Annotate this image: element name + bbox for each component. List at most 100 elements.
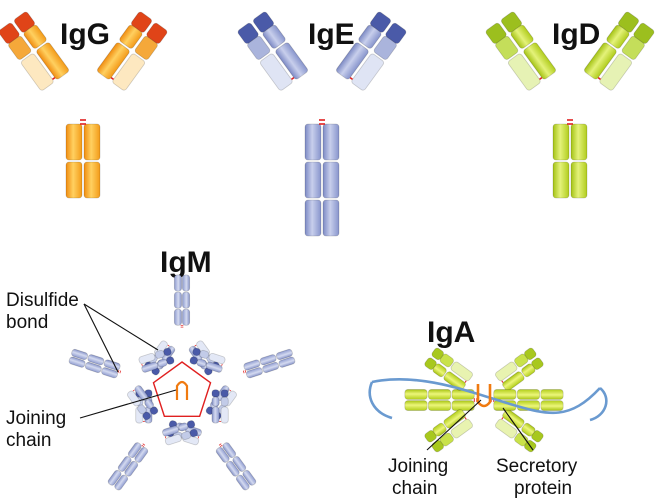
- heavy-chain-fab-domain: [205, 361, 223, 373]
- igm-monomer: [68, 347, 175, 421]
- igm-monomer: [189, 347, 296, 421]
- heavy-chain-constant-domain: [304, 161, 322, 199]
- light-chain-constant-domain: [164, 434, 182, 446]
- iga-joining-chain-label-line2: chain: [392, 478, 437, 499]
- heavy-chain-constant-domain: [65, 161, 83, 199]
- hinge-disulfide-bond: [119, 370, 122, 374]
- heavy-chain-variable-domain: [606, 24, 630, 49]
- heavy-chain-constant-domain: [322, 199, 340, 237]
- heavy-chain-variable-domain: [211, 396, 220, 407]
- heavy-chain-variable-domain: [521, 363, 536, 378]
- heavy-chain-constant-domain: [117, 456, 132, 472]
- heavy-chain-constant-domain: [71, 348, 89, 361]
- light-chain-constant-domain: [351, 53, 384, 91]
- light-chain-variable-tip: [485, 22, 507, 44]
- igm-disulfide-ring: [152, 361, 212, 417]
- left-arm: [237, 11, 308, 91]
- light-chain-constant-domain: [127, 390, 141, 407]
- heavy-chain-variable-domain: [119, 24, 143, 49]
- igm-monomer: [165, 389, 257, 491]
- heavy-chain-constant-domain: [322, 123, 340, 161]
- right-arm: [424, 347, 473, 391]
- disulfide-bond: [221, 363, 223, 366]
- light-chain-variable-tip: [220, 389, 229, 398]
- heavy-chain-fab-domain: [211, 406, 220, 424]
- light-chain-variable-tip: [237, 22, 259, 44]
- heavy-chain-fab-domain: [275, 42, 308, 80]
- heavy-chain-constant-domain: [173, 291, 182, 309]
- heavy-chain-fab-domain: [443, 371, 466, 391]
- disulfide-bond: [501, 417, 504, 420]
- heavy-chain-constant-domain: [243, 359, 261, 371]
- disulfide-bond: [194, 344, 197, 347]
- heavy-chain-variable-domain: [178, 422, 189, 432]
- light-chain-constant-domain: [495, 418, 518, 439]
- heavy-chain-constant-domain: [262, 361, 280, 373]
- light-chain-variable-tip: [142, 411, 151, 421]
- disulfide-bond: [110, 76, 115, 81]
- light-chain-constant-domain: [599, 53, 632, 91]
- heavy-chain-constant-domain: [516, 389, 541, 400]
- heavy-chain-variable-domain: [157, 358, 168, 368]
- igg-monomer: [0, 11, 168, 199]
- disulfide-bond: [164, 436, 167, 439]
- heavy-chain-fab-domain: [502, 371, 525, 391]
- heavy-chain-constant-domain: [65, 123, 83, 161]
- secretory-protein-label-line1: Secretory: [496, 456, 578, 477]
- heavy-chain-fab-domain: [336, 42, 369, 80]
- heavy-chain-variable-domain: [262, 24, 286, 49]
- heavy-chain-constant-domain: [232, 456, 247, 472]
- heavy-chain-fab-domain: [523, 42, 556, 80]
- heavy-chain-constant-domain: [182, 308, 191, 326]
- light-chain-variable-tip: [0, 22, 20, 44]
- heavy-chain-fab-domain: [443, 409, 466, 429]
- light-chain-constant-domain: [260, 53, 293, 91]
- heavy-chain-constant-domain: [83, 161, 101, 199]
- heavy-chain-constant-domain: [87, 354, 105, 366]
- disulfide-bond: [597, 76, 602, 81]
- joining-chain-label-line1: Joining: [6, 408, 66, 429]
- left-arm: [485, 11, 556, 91]
- light-chain-variable-tip: [385, 22, 407, 44]
- heavy-chain-constant-domain: [107, 469, 122, 486]
- disulfide-label-line2: bond: [6, 312, 48, 333]
- disulfide-leader-2: [83, 303, 119, 373]
- heavy-chain-variable-domain: [196, 358, 207, 368]
- igd-antibody: [485, 11, 655, 199]
- heavy-chain-variable-domain: [358, 24, 382, 49]
- igg-title: IgG: [60, 18, 110, 51]
- hinge-disulfide-bond: [242, 370, 245, 374]
- disulfide-bond: [349, 76, 354, 81]
- right-arm: [211, 389, 229, 424]
- igm-joining-chain: [175, 380, 189, 400]
- igm-monomer: [144, 274, 220, 376]
- disulfide-bond: [141, 363, 143, 366]
- heavy-chain-constant-domain: [84, 361, 102, 373]
- heavy-chain-fab-domain: [97, 42, 130, 80]
- left-arm: [495, 347, 544, 391]
- heavy-chain-constant-domain: [278, 356, 296, 368]
- heavy-chain-constant-domain: [101, 367, 119, 379]
- light-chain-constant-domain: [508, 53, 541, 91]
- secretory-protein-label-line2: protein: [514, 478, 572, 499]
- heavy-chain-constant-domain: [245, 367, 263, 379]
- heavy-chain-constant-domain: [540, 389, 564, 400]
- right-arm: [336, 11, 407, 91]
- heavy-chain-constant-domain: [275, 348, 293, 361]
- disulfide-bond: [229, 389, 232, 392]
- heavy-chain-constant-domain: [570, 161, 588, 199]
- hinge-disulfide-bond: [117, 369, 120, 373]
- heavy-chain-constant-domain: [225, 460, 240, 477]
- iga-joining-chain: [476, 384, 492, 408]
- disulfide-bond: [501, 380, 504, 383]
- heavy-chain-variable-domain: [23, 24, 47, 49]
- heavy-chain-constant-domain: [304, 123, 322, 161]
- light-chain-variable-tip: [189, 428, 199, 438]
- heavy-chain-constant-domain: [304, 199, 322, 237]
- heavy-chain-constant-domain: [570, 123, 588, 161]
- heavy-chain-constant-domain: [173, 274, 182, 292]
- heavy-chain-constant-domain: [235, 474, 250, 491]
- hinge-disulfide-bond: [141, 444, 145, 448]
- heavy-chain-constant-domain: [215, 447, 230, 463]
- light-chain-constant-domain: [220, 406, 229, 424]
